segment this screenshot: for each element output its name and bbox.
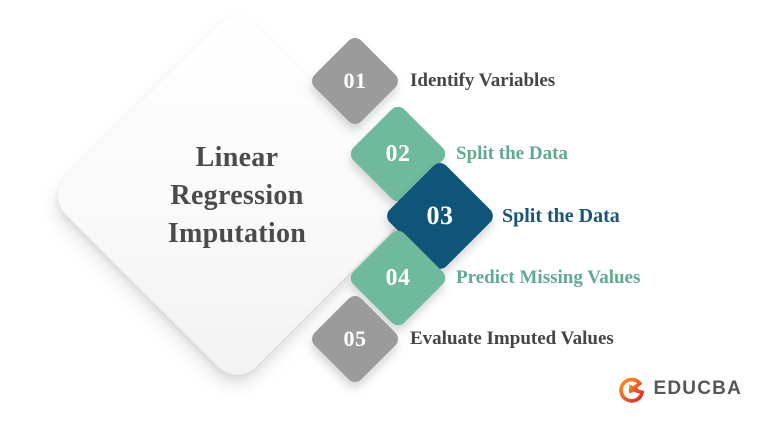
step-item-05[interactable]: 05 Evaluate Imputed Values: [308, 292, 614, 386]
step-badge-05[interactable]: 05: [308, 292, 402, 386]
step-item-01[interactable]: 01 Identify Variables: [308, 34, 556, 128]
step-label-02: Split the Data: [456, 143, 568, 164]
step-label-04: Predict Missing Values: [456, 267, 641, 288]
step-label-03: Split the Data: [502, 204, 620, 227]
educba-wordmark: EDUCBA: [653, 378, 742, 399]
step-badge-04[interactable]: 04: [347, 227, 449, 329]
step-badge-01[interactable]: 01: [308, 34, 402, 128]
step-label-01: Identify Variables: [410, 70, 556, 91]
educba-logo[interactable]: EDUCBA: [618, 375, 742, 403]
step-label-05: Evaluate Imputed Values: [410, 328, 614, 349]
step-item-04[interactable]: 04 Predict Missing Values: [347, 227, 641, 329]
educba-e-play-icon: [618, 377, 644, 403]
step-badge-diamond-05: [308, 292, 402, 386]
